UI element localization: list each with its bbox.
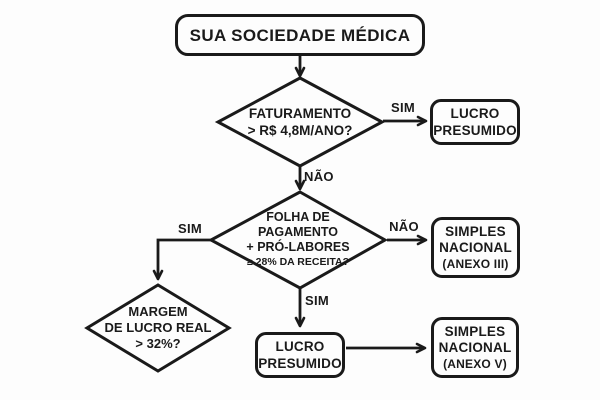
result-line: (ANEXO III) <box>442 256 509 271</box>
decision-folha-line1: FOLHA DE <box>266 210 330 224</box>
result-line: PRESUMIDO <box>433 123 517 138</box>
decision-folha-line4: ≥ 28% DA RECEITA? <box>246 256 350 268</box>
result-line: NACIONAL <box>438 339 512 355</box>
edge-label-nao-folha: NÃO <box>389 219 419 234</box>
result-line: LUCRO <box>450 106 500 121</box>
decision-margem-line2: DE LUCRO REAL <box>104 320 212 335</box>
edge-label-sim-folha-left: SIM <box>177 221 202 236</box>
result-line: SIMPLES <box>444 323 506 339</box>
edge-label-nao-faturamento: NÃO <box>304 169 334 184</box>
decision-margem-shape <box>84 283 232 373</box>
start-node: SUA SOCIEDADE MÉDICA <box>175 14 425 56</box>
result-lucro-presumido-bottom: LUCRO PRESUMIDO <box>255 332 345 378</box>
decision-margem-line1: MARGEM <box>128 304 188 319</box>
decision-folha-line3: + PRÓ-LABORES <box>246 240 350 254</box>
decision-faturamento: FATURAMENTO > R$ 4,8M/ANO? <box>215 101 385 143</box>
decision-folha-line2: PAGAMENTO <box>257 225 339 239</box>
result-line: NACIONAL <box>439 239 512 255</box>
result-lucro-presumido-top: LUCRO PRESUMIDO <box>430 99 520 145</box>
arrow-folha-sim-to-margem <box>152 238 212 281</box>
result-line: (ANEXO V) <box>443 356 507 371</box>
start-node-label: SUA SOCIEDADE MÉDICA <box>189 25 411 45</box>
decision-margem: MARGEM DE LUCRO REAL > 32%? <box>88 303 228 353</box>
result-line: SIMPLES <box>445 223 506 239</box>
decision-margem-line3: > 32%? <box>135 336 181 351</box>
decision-folha: FOLHA DE PAGAMENTO + PRÓ-LABORES ≥ 28% D… <box>222 210 374 270</box>
result-simples-nacional-anexo5: SIMPLES NACIONAL (ANEXO V) <box>431 317 519 378</box>
result-line: PRESUMIDO <box>258 356 342 371</box>
edge-label-sim-faturamento: SIM <box>390 100 415 115</box>
result-simples-nacional-anexo3: SIMPLES NACIONAL (ANEXO III) <box>431 217 520 278</box>
result-line: LUCRO <box>275 339 325 354</box>
decision-faturamento-line2: > R$ 4,8M/ANO? <box>247 123 353 138</box>
edge-label-sim-folha-down: SIM <box>305 293 330 308</box>
decision-faturamento-line1: FATURAMENTO <box>248 106 352 121</box>
